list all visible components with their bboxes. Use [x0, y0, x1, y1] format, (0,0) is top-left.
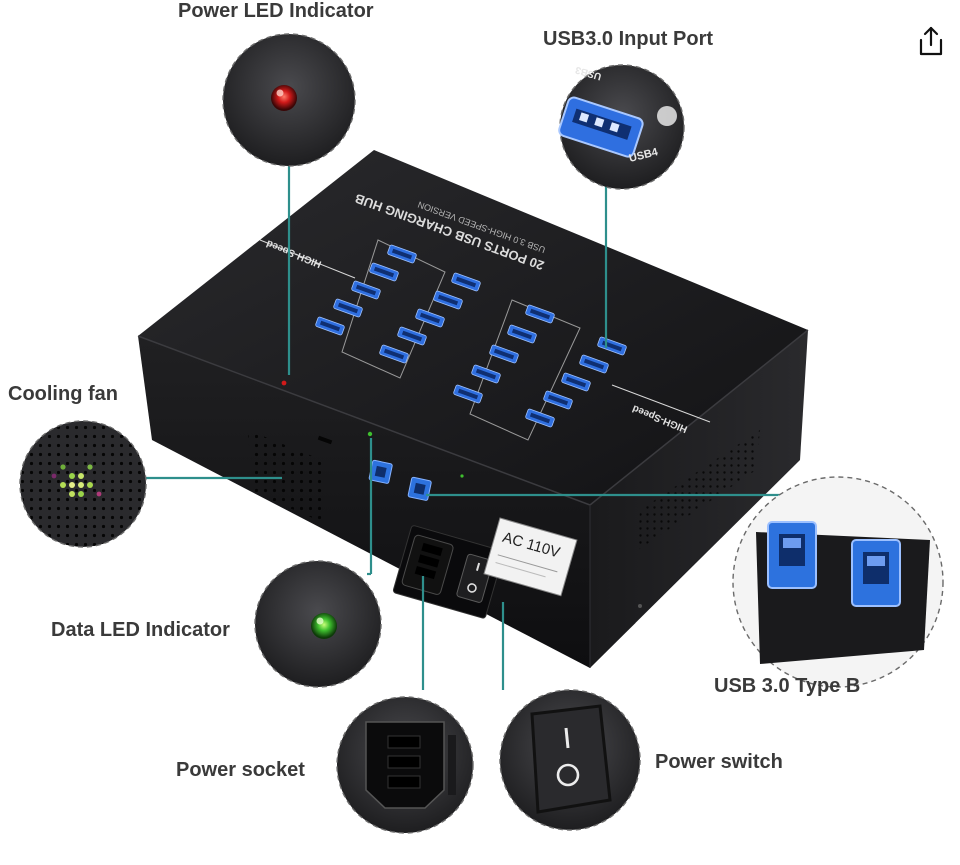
power-switch-front[interactable] [456, 553, 494, 603]
power-panel [392, 525, 505, 619]
usb-b-port-front-2[interactable] [407, 476, 432, 501]
usb-a-port[interactable] [453, 384, 483, 404]
usb-a-port[interactable] [333, 298, 363, 318]
side-vent [638, 430, 760, 550]
usb-a-port[interactable] [379, 344, 409, 364]
label-cooling-fan: Cooling fan [8, 383, 118, 405]
usb-a-port[interactable] [351, 280, 381, 300]
usb-a-port[interactable] [543, 390, 573, 410]
cooling-fan-zoom [19, 420, 147, 548]
label-usb-type-b: USB 3.0 Type B [714, 675, 860, 697]
usb-a-port[interactable] [507, 324, 537, 344]
usb-a-port[interactable] [525, 304, 555, 324]
usb-a-port[interactable] [369, 262, 399, 282]
usb-a-port[interactable] [433, 290, 463, 310]
callout-labels: Power LED Indicator USB3.0 Input Port Co… [8, 0, 860, 781]
label-data-led: Data LED Indicator [51, 619, 230, 641]
usb-a-port[interactable] [397, 326, 427, 346]
power-socket-zoom [336, 696, 474, 834]
data-led [367, 431, 373, 437]
power-switch-zoom [499, 689, 641, 831]
label-usb-input: USB3.0 Input Port [543, 28, 713, 50]
usb-a-port[interactable] [387, 244, 417, 264]
label-power-socket: Power socket [176, 759, 305, 781]
usb-a-port[interactable] [315, 316, 345, 336]
usb-hub-device: 20 PORTS USB CHARGING HUB USB 3.0 HIGH-S… [137, 150, 809, 668]
usb-a-port[interactable] [525, 408, 555, 428]
usb-a-port[interactable] [579, 354, 609, 374]
label-power-led: Power LED Indicator [178, 0, 374, 22]
hub-top-surface [138, 150, 808, 505]
label-power-switch: Power switch [655, 751, 783, 773]
data-led-secondary [460, 474, 464, 478]
data-led-zoom [254, 560, 382, 688]
power-led [281, 380, 287, 386]
share-icon[interactable] [919, 26, 943, 56]
voltage-sticker: AC 110V [483, 517, 578, 597]
usb-a-port[interactable] [471, 364, 501, 384]
front-fan-grille [248, 430, 322, 522]
front-slot [317, 435, 333, 445]
power-led-zoom [222, 33, 356, 167]
usb-input-zoom: USB4 USB3 [558, 64, 685, 190]
usb-a-port[interactable] [489, 344, 519, 364]
usb-b-port-zoom-1 [767, 521, 817, 589]
usb-a-port-array [315, 244, 627, 428]
usb-b-port-front-1[interactable] [368, 459, 393, 484]
usb-type-b-zoom [732, 476, 944, 688]
usb-a-port[interactable] [415, 308, 445, 328]
svg-text:USB3: USB3 [574, 64, 603, 82]
usb-b-port-zoom-2 [851, 539, 901, 607]
usb-a-port[interactable] [561, 372, 591, 392]
usb-a-port[interactable] [451, 272, 481, 292]
